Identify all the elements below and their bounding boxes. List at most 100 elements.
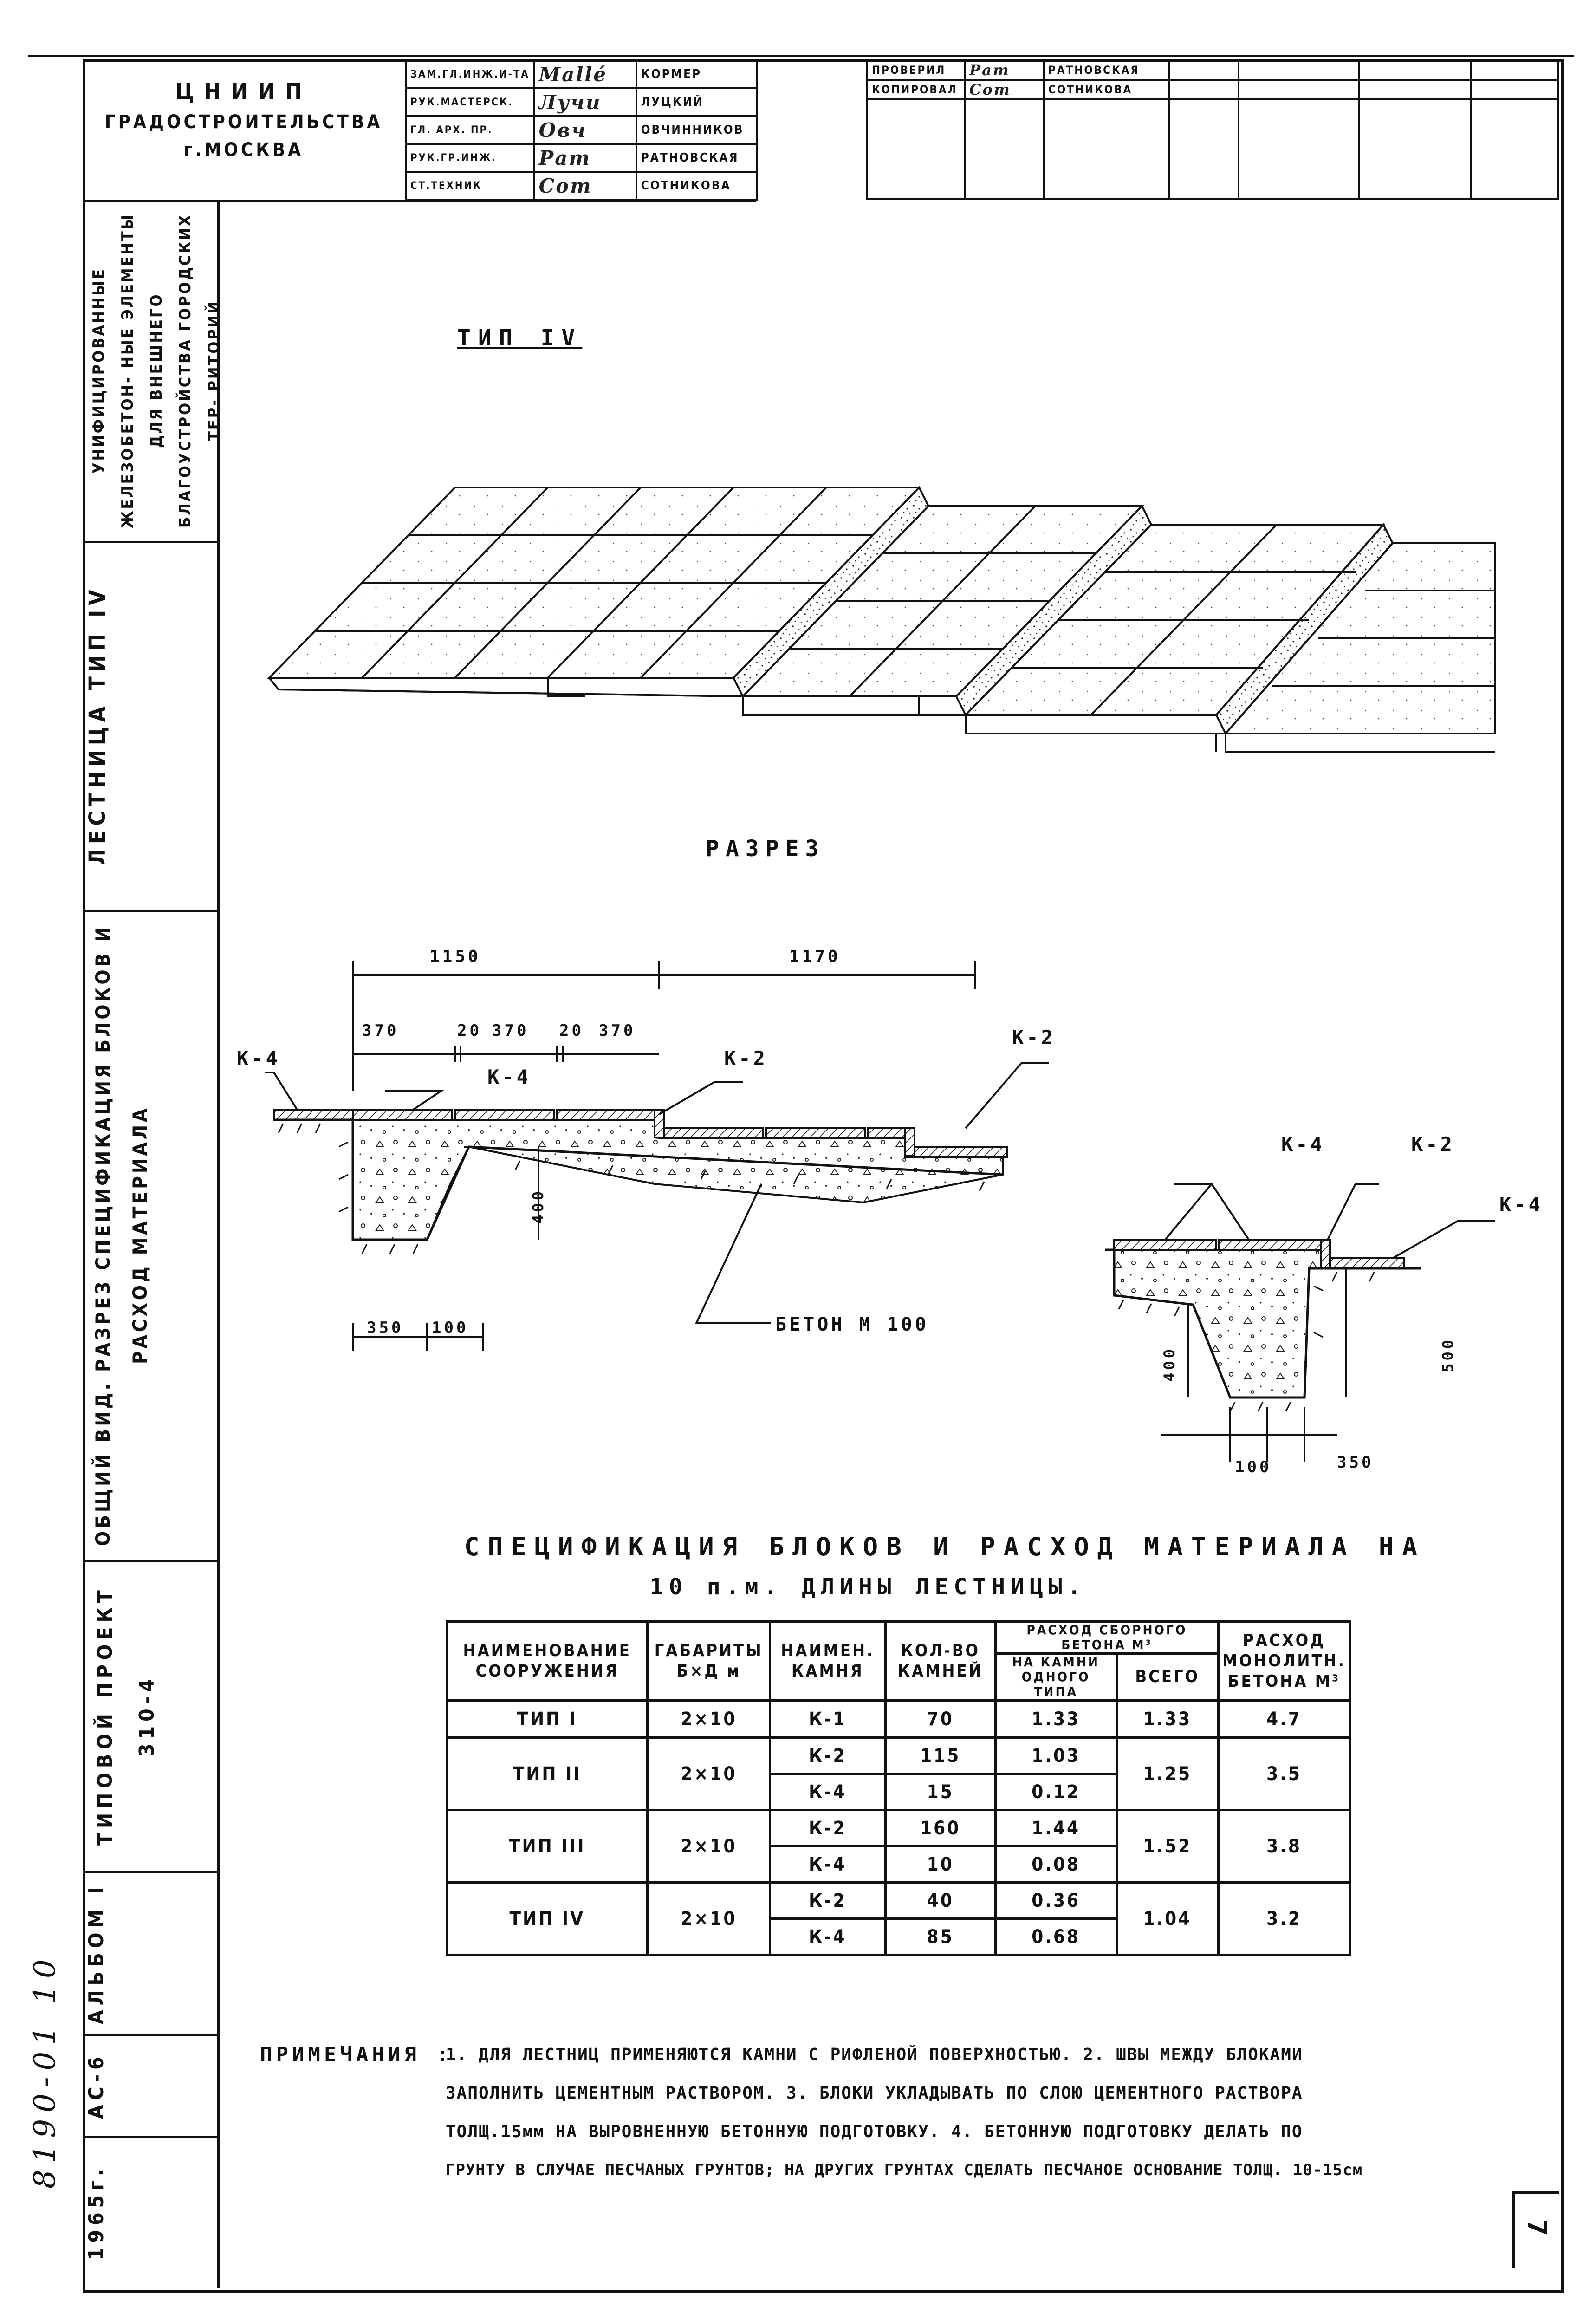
header-total: ВСЕГО: [1115, 1652, 1220, 1702]
dim-400: 400: [529, 1189, 547, 1224]
header-stone: НАИМЕН. КАМНЯ: [769, 1620, 887, 1702]
note-line: ЗАПОЛНИТЬ ЦЕМЕНТНЫМ РАСТВОРОМ. 3. БЛОКИ …: [446, 2084, 1303, 2103]
table-row: ТИП II 2×10 К-2 115 1.03 1.25 3.5: [445, 1736, 1351, 1811]
side-strip-dividers: [83, 200, 217, 2288]
paving-slab: [556, 1109, 655, 1121]
signature-cell: Сот: [964, 79, 1045, 100]
role-cell: РУК.ГР.ИНЖ.: [405, 143, 535, 173]
row-vol: 0.12: [994, 1773, 1118, 1811]
check-name-cell: РАТНОВСКАЯ: [1043, 59, 1170, 81]
note-line: ТОЛЩ.15мм НА ВЫРОВНЕННУЮ БЕТОННУЮ ПОДГОТ…: [446, 2122, 1303, 2141]
row-total: 1.04: [1115, 1881, 1220, 1956]
org-block: ЦНИИП ГРАДОСТРОИТЕЛЬСТВА г.МОСКВА: [84, 60, 404, 200]
sheet-number-box: 7: [1512, 2191, 1559, 2268]
album-label: АЛЬБОМ I: [84, 1882, 108, 2025]
sheet-title: ОБЩИЙ ВИД. РАЗРЕЗ СПЕЦИФИКАЦИЯ БЛОКОВ И …: [91, 924, 151, 1546]
header-dims: ГАБАРИТЫ Б×Д м: [646, 1620, 772, 1702]
archive-stamp: 8190-01 10: [28, 1953, 62, 2189]
row-dims: 2×10: [646, 1809, 772, 1884]
object-title: ЛЕСТНИЦА ТИП IV: [84, 585, 110, 866]
label-concrete: БЕТОН М 100: [775, 1314, 929, 1335]
table-row: ТИП III 2×10 К-2 160 1.44 1.52 3.8: [445, 1809, 1351, 1884]
row-stone: К-4: [769, 1845, 887, 1884]
step-slab: [663, 1127, 764, 1139]
signature-cell: Лучи: [533, 87, 637, 117]
axonometric-view: [267, 486, 1496, 753]
row-mono: 3.8: [1217, 1809, 1351, 1884]
row-stone: К-2: [769, 1881, 887, 1920]
row-stone: К-2: [769, 1809, 887, 1847]
step-block: [1320, 1239, 1331, 1268]
label-k4: К-4: [237, 1047, 280, 1070]
step-slab: [867, 1127, 906, 1139]
check-role-cell: КОПИРОВАЛ: [866, 79, 966, 100]
signature-cell: Рат: [533, 143, 637, 173]
spec-subtitle: 10 п.м. ДЛИНЫ ЛЕСТНИЦЫ.: [650, 1574, 1087, 1600]
concrete-base: [1113, 1249, 1322, 1398]
side-strip-divider: [217, 200, 220, 2288]
row-vol: 0.68: [994, 1917, 1118, 1956]
row-type: ТИП II: [445, 1736, 649, 1811]
row-total: 1.33: [1115, 1699, 1220, 1739]
role-cell: РУК.МАСТЕРСК.: [405, 87, 535, 117]
label-k4: К-4: [487, 1066, 531, 1088]
header-name: НАИМЕНОВАНИЕ СООРУЖЕНИЯ: [445, 1620, 649, 1702]
row-mono: 3.2: [1217, 1881, 1351, 1956]
table-row: ТИП IV 2×10 К-2 40 0.36 1.04 3.2: [445, 1881, 1351, 1956]
paving-slab: [352, 1109, 453, 1121]
signature-cell: Овч: [533, 115, 637, 145]
note-line: 1. ДЛЯ ЛЕСТНИЦ ПРИМЕНЯЮТСЯ КАМНИ С РИФЛЕ…: [446, 2045, 1303, 2064]
row-vol: 1.03: [994, 1736, 1118, 1775]
table-row: К-4 85 0.68: [447, 1917, 1350, 1956]
sheet-number: 7: [1522, 2219, 1552, 2236]
view-title: ТИП IV: [457, 325, 583, 351]
label-k2: К-2: [1012, 1026, 1056, 1049]
signature-cell: Mallé: [533, 59, 637, 89]
row-count: 85: [884, 1917, 997, 1956]
dim-500: 500: [1439, 1337, 1457, 1372]
titleblock-bottom-line: [83, 200, 756, 202]
row-stone: К-2: [769, 1736, 887, 1775]
paving-slab: [1329, 1257, 1405, 1269]
org-city: г.МОСКВА: [184, 139, 304, 161]
row-type: ТИП I: [445, 1699, 649, 1739]
section-drawing-right: [1105, 1183, 1495, 1462]
row-vol: 1.33: [994, 1699, 1118, 1739]
dim-370: 370: [362, 1021, 399, 1040]
row-count: 10: [884, 1845, 997, 1884]
check-table: ПРОВЕРИЛ Рат РАТНОВСКАЯ КОПИРОВАЛ Сот СО…: [866, 59, 1559, 200]
row-stone: К-1: [769, 1699, 887, 1739]
role-cell: ГЛ. АРХ. ПР.: [405, 115, 535, 145]
note-line: ГРУНТУ В СЛУЧАЕ ПЕСЧАНЫХ ГРУНТОВ; НА ДРУ…: [446, 2161, 1363, 2179]
name-cell: СОТНИКОВА: [635, 171, 758, 201]
label-k2: К-2: [1411, 1133, 1455, 1156]
row-stone: К-4: [769, 1917, 887, 1956]
label-k4: К-4: [1281, 1133, 1325, 1156]
dim-100: 100: [1235, 1458, 1272, 1476]
signature-cell: Сот: [533, 171, 637, 201]
name-cell: ОВЧИННИКОВ: [635, 115, 758, 145]
header-count: КОЛ-ВО КАМНЕЙ: [884, 1620, 997, 1702]
paving-slab: [1113, 1239, 1217, 1251]
row-type: ТИП III: [445, 1809, 649, 1884]
row-count: 160: [884, 1809, 997, 1847]
concrete-base: [352, 1119, 1004, 1241]
row-vol: 0.36: [994, 1881, 1118, 1920]
table-row: К-4 10 0.08: [447, 1845, 1350, 1884]
header-monolith: РАСХОД МОНОЛИТН. БЕТОНА М³: [1217, 1620, 1351, 1702]
spec-title: СПЕЦИФИКАЦИЯ БЛОКОВ И РАСХОД МАТЕРИАЛА Н…: [464, 1532, 1426, 1561]
label-k4: К-4: [1499, 1193, 1543, 1216]
row-dims: 2×10: [646, 1881, 772, 1956]
signature-cell: Рат: [964, 59, 1045, 81]
row-count: 70: [884, 1699, 997, 1739]
paving-slab: [454, 1109, 555, 1121]
check-role-cell: ПРОВЕРИЛ: [866, 59, 966, 81]
label-k2: К-2: [724, 1047, 768, 1070]
notes-label: ПРИМЕЧАНИЯ :: [260, 2043, 452, 2067]
dim-1150: 1150: [429, 947, 481, 966]
row-count: 40: [884, 1881, 997, 1920]
sheet-code: АС-6: [84, 2052, 108, 2119]
main-frame: [83, 59, 1564, 2293]
section-drawing-left: [265, 961, 1049, 1351]
